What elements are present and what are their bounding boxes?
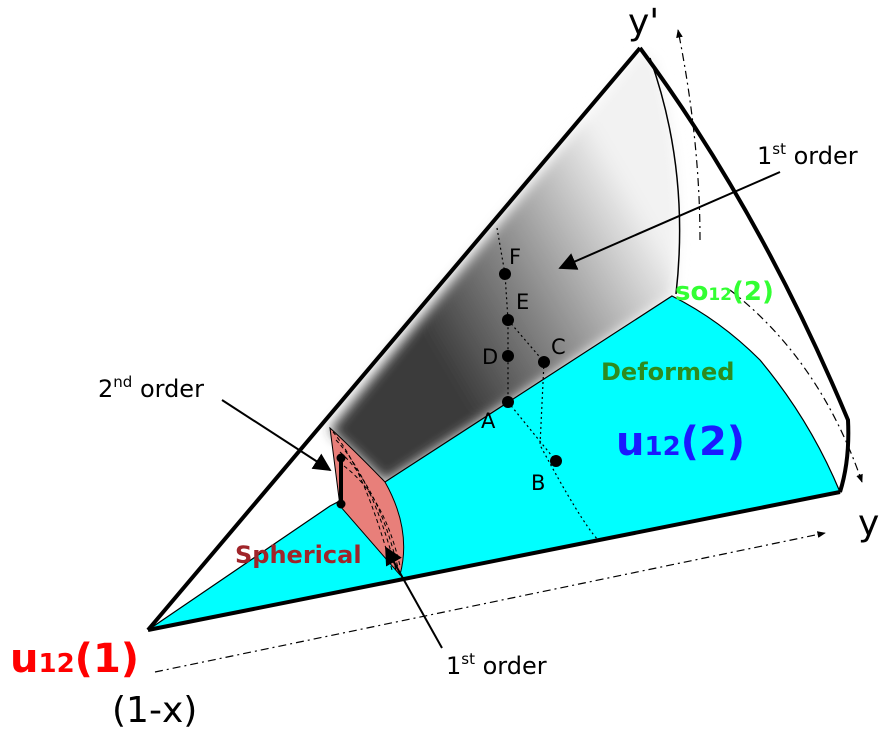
annotation-arrows xyxy=(221,171,781,649)
label-F: F xyxy=(509,245,521,269)
first-order-top-label: 1st order xyxy=(757,140,858,170)
label-D: D xyxy=(482,345,498,369)
u12-2-label: u12(2) xyxy=(616,419,745,465)
axis-arrows xyxy=(154,29,863,673)
points xyxy=(499,268,562,467)
point-D xyxy=(502,350,514,362)
label-B: B xyxy=(531,471,545,495)
axis-label-one-minus-x: (1-x) xyxy=(112,690,197,731)
dotted-paths xyxy=(496,227,599,541)
second-order-label: 2nd order xyxy=(98,373,204,403)
first-order-bottom-label: 1st order xyxy=(446,650,547,680)
point-C xyxy=(538,356,550,368)
u12-1-label: u12(1) xyxy=(10,636,139,682)
axis-label-y: y xyxy=(858,503,879,544)
point-E xyxy=(502,314,514,326)
label-A: A xyxy=(481,409,496,433)
axis-label-y-prime: y' xyxy=(628,2,659,43)
point-F xyxy=(499,268,511,280)
point-A xyxy=(502,396,514,408)
so12-2-label: so12(2) xyxy=(675,277,774,307)
label-E: E xyxy=(516,290,529,314)
second-order-segment xyxy=(336,453,346,509)
point-B xyxy=(550,455,562,467)
cone-outline xyxy=(146,46,851,632)
spherical-label: Spherical xyxy=(235,541,362,569)
label-C: C xyxy=(551,335,566,359)
deformed-label: Deformed xyxy=(601,358,734,386)
gray-region xyxy=(330,52,681,482)
